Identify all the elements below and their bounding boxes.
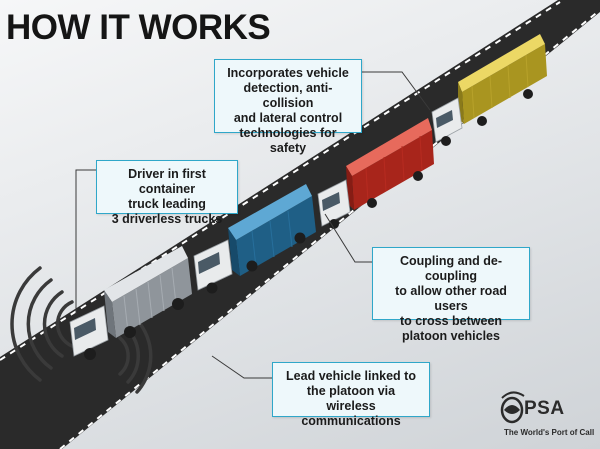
callout-driver-lead-truck: Driver in first container truck leading … — [96, 160, 238, 226]
callout-line: the platoon via — [306, 384, 396, 398]
callout-line: truck leading — [128, 197, 206, 211]
logo-tagline: The World's Port of Call — [504, 428, 595, 437]
callout-wireless-link: Lead vehicle linked to the platoon via w… — [272, 362, 430, 428]
logo-name: PSA — [524, 398, 565, 419]
callout-line: wireless communications — [301, 399, 401, 428]
truck-blue — [193, 184, 316, 294]
callout-line: 3 driverless trucks — [111, 212, 223, 226]
callout-line: Coupling and de-coupling — [399, 254, 503, 283]
psa-emblem-icon — [500, 391, 525, 424]
callout-line: technologies for safety — [239, 126, 337, 155]
callout-line: Incorporates vehicle — [227, 66, 349, 80]
callout-line: and lateral control — [233, 111, 343, 125]
callout-line: to allow other road users — [395, 284, 507, 313]
page-title: HOW IT WORKS — [6, 8, 271, 47]
callout-line: detection, anti-collision — [243, 81, 333, 110]
callout-line: Driver in first container — [128, 167, 206, 196]
wireless-signal-icon — [10, 266, 153, 394]
callout-connectors — [75, 71, 431, 379]
callout-coupling: Coupling and de-coupling to allow other … — [372, 247, 530, 343]
truck-grey-lead — [69, 246, 192, 360]
callout-line: to cross between — [399, 314, 503, 328]
callout-detection-technologies: Incorporates vehicle detection, anti-col… — [214, 59, 362, 155]
callout-line: platoon vehicles — [402, 329, 500, 343]
truck-red — [317, 118, 434, 229]
callout-line: Lead vehicle linked to — [286, 369, 416, 383]
truck-yellow — [431, 34, 547, 146]
